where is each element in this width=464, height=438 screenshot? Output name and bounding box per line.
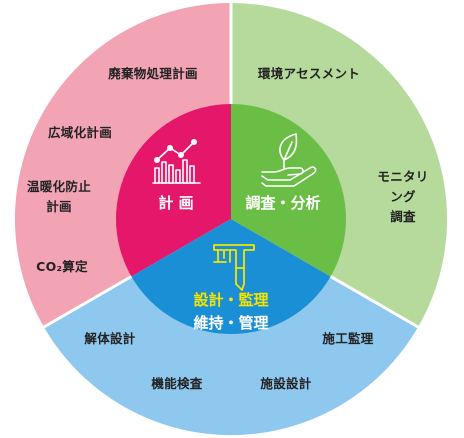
inner-sector-survey [231,104,347,277]
plan-center-label: 計 画 [158,194,194,212]
design-item-function-inspection: 機能検査 [151,376,203,391]
chart-icon [152,139,201,184]
survey-center-label: 調査・分析 [245,194,321,212]
design-item-facility-design: 施設設計 [260,376,312,391]
plan-item-global-warming: 温暖化防止 計画 [26,179,92,214]
survey-item-env-assessment: 環境アセスメント [257,66,361,81]
design-center-label-line1: 設計・監理 [193,291,269,309]
inner-sector-design [131,219,331,335]
design-center-label-line2: 維持・管理 [193,314,269,332]
design-item-construction-supervision: 施工監理 [322,331,374,346]
plan-item-waste-treatment: 廃棄物処理計画 [108,66,198,81]
plan-item-regionalization: 広域化計画 [47,125,113,140]
survey-item-monitoring: モニタリング 調査 [377,169,429,224]
plan-item-co2-calculation: CO₂算定 [36,259,88,274]
hand-leaf-icon [261,133,317,187]
inner-sector-plan [115,104,231,277]
tool-icon [213,244,255,291]
design-item-demolition: 解体設計 [84,331,136,346]
